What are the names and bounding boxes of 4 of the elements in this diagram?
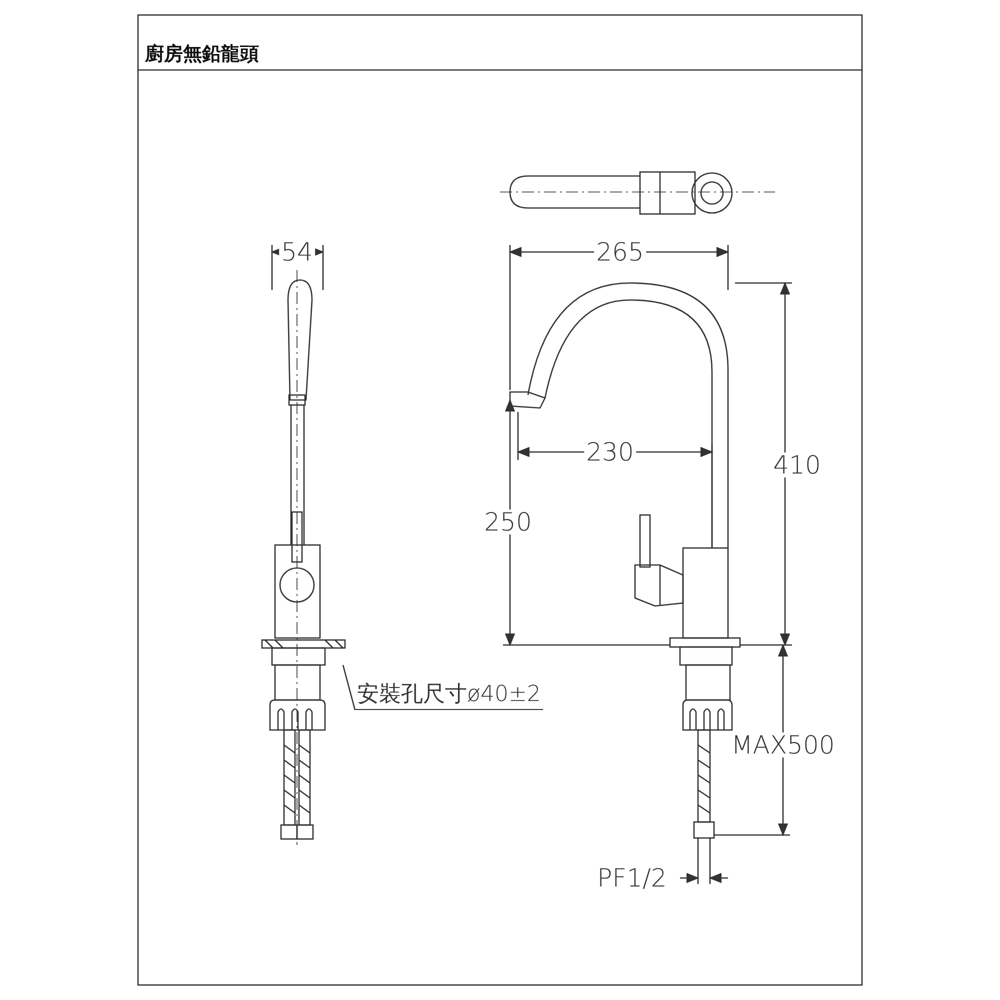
title: 廚房無鉛龍頭	[145, 45, 259, 64]
callout-label: 安裝孔尺寸ø40±2	[355, 684, 543, 710]
leader-line	[342, 664, 356, 710]
mounting-nut	[264, 639, 344, 666]
